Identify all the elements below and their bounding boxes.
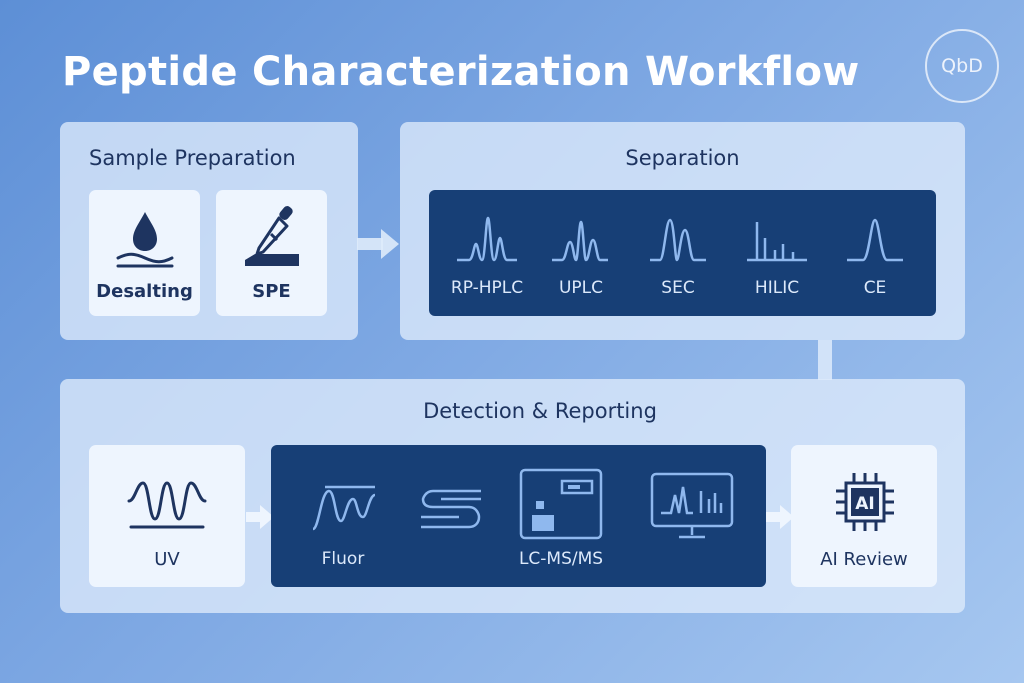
uplc-label[interactable]: UPLC: [558, 278, 604, 298]
desalting-card[interactable]: Desalting: [89, 190, 200, 316]
single-peak-icon: [845, 216, 905, 264]
fluorescence-curve-icon: [309, 481, 379, 533]
chromatogram-peaks-icon: [550, 218, 610, 264]
monitor-spectrum-icon: [649, 471, 735, 541]
ai-review-label: AI Review: [820, 549, 908, 570]
arrow-right-icon: [766, 503, 796, 531]
uv-card[interactable]: UV: [89, 445, 245, 587]
ai-chip-icon: AI: [834, 471, 896, 533]
page-title: Peptide Characterization Workflow: [62, 49, 860, 95]
detection-reporting-title: Detection & Reporting: [423, 399, 657, 423]
fluor-label[interactable]: Fluor: [321, 549, 365, 569]
spe-card[interactable]: SPE: [216, 190, 327, 316]
pipette-icon: [241, 204, 303, 270]
rp-hplc-label[interactable]: RP-HPLC: [450, 278, 524, 298]
qbd-badge: QbD: [925, 29, 999, 103]
separation-title: Separation: [625, 146, 740, 170]
desalting-label: Desalting: [96, 281, 193, 302]
arrow-right-icon: [357, 227, 401, 261]
chromatogram-peaks-icon: [648, 216, 708, 264]
uv-label: UV: [154, 549, 180, 570]
separation-panel: Separation RP-HPLC UPLC SEC: [400, 122, 965, 340]
separation-methods-box: RP-HPLC UPLC SEC HILIC: [429, 190, 936, 316]
vertical-connector: [818, 340, 832, 380]
detectors-box: Fluor LC-MS/MS: [271, 445, 766, 587]
water-drop-icon: [114, 206, 176, 270]
ai-review-card[interactable]: AI AI Review: [791, 445, 937, 587]
svg-text:AI: AI: [855, 494, 874, 514]
spe-label: SPE: [252, 281, 291, 302]
sample-preparation-panel: Sample Preparation Desalting SPE: [60, 122, 358, 340]
sample-preparation-title: Sample Preparation: [89, 146, 296, 170]
instrument-icon: [518, 467, 604, 541]
wave-signal-icon: [127, 475, 207, 529]
hilic-label[interactable]: HILIC: [754, 278, 800, 298]
detection-reporting-panel: Detection & Reporting UV Fluor: [60, 379, 965, 613]
sec-label[interactable]: SEC: [661, 278, 695, 298]
chromatogram-peaks-icon: [455, 214, 519, 264]
tubing-coil-icon: [419, 485, 483, 533]
lcms-label[interactable]: LC-MS/MS: [518, 549, 604, 569]
bar-peaks-icon: [745, 216, 809, 264]
ce-label[interactable]: CE: [863, 278, 887, 298]
arrow-right-icon: [246, 503, 276, 531]
